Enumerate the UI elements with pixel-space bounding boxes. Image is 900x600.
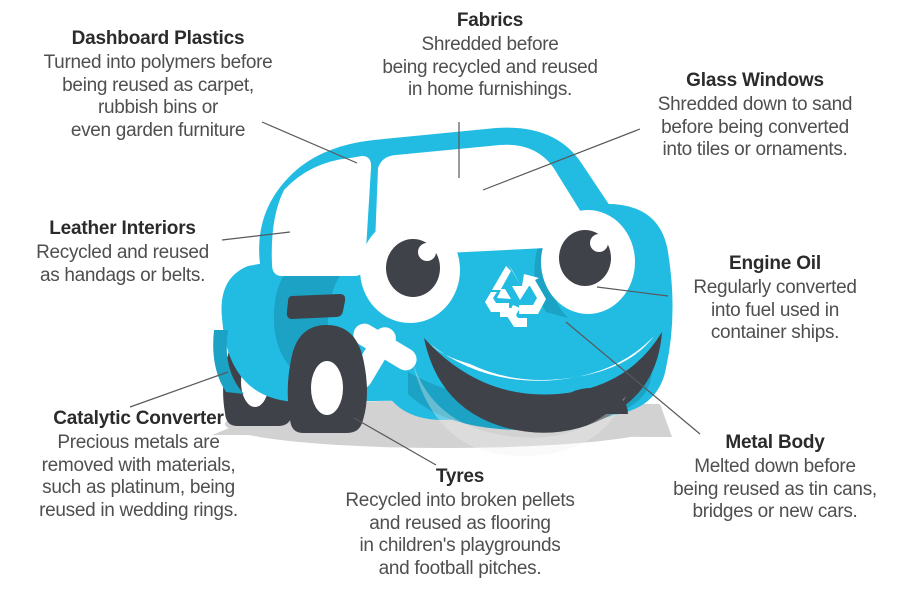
front-wheel-hub: [311, 361, 343, 415]
far-wheel: [554, 388, 628, 414]
callout-body-leather-interiors: Recycled and reused as handags or belts.: [36, 241, 209, 286]
leader-line-engineoil: [596, 286, 669, 297]
leader-line-tyres: [353, 417, 437, 466]
side-window: [271, 156, 372, 276]
callout-dashboard-plastics: Dashboard Plastics Turned into polymers …: [18, 28, 298, 143]
callout-title-leather-interiors: Leather Interiors: [49, 218, 196, 239]
callout-title-dashboard-plastics: Dashboard Plastics: [71, 28, 245, 49]
callout-body-fabrics: Shredded before being recycled and reuse…: [382, 33, 598, 101]
callout-metal-body: Metal Body Melted down before being reus…: [650, 432, 900, 524]
callout-leather-interiors: Leather Interiors Recycled and reused as…: [10, 218, 235, 287]
leader-line-leather: [221, 231, 291, 241]
right-eye-highlight: [590, 234, 608, 252]
mouth-lower-lip: [412, 360, 626, 456]
callout-body-catalytic-converter: Precious metals are removed with materia…: [39, 431, 238, 522]
callout-title-metal-body: Metal Body: [725, 432, 825, 453]
door-handle: [286, 294, 346, 319]
callout-title-catalytic-converter: Catalytic Converter: [53, 408, 224, 429]
leader-line-glass: [482, 128, 641, 191]
callout-body-glass-windows: Shredded down to sand before being conve…: [657, 93, 853, 161]
callout-title-fabrics: Fabrics: [456, 10, 524, 31]
car-body-shading-rear: [213, 330, 244, 394]
callout-body-tyres: Recycled into broken pellets and reused …: [345, 489, 575, 580]
callout-catalytic-converter: Catalytic Converter Precious metals are …: [6, 408, 271, 523]
left-eye-highlight: [418, 243, 436, 261]
callout-title-glass-windows: Glass Windows: [686, 70, 824, 91]
callout-engine-oil: Engine Oil Regularly converted into fuel…: [660, 253, 890, 345]
callout-title-tyres: Tyres: [435, 466, 485, 487]
callout-tyres: Tyres Recycled into broken pellets and r…: [320, 466, 600, 581]
car-body-shading-fender: [273, 260, 354, 378]
callout-body-engine-oil: Regularly converted into fuel used in co…: [693, 276, 857, 344]
callout-body-dashboard-plastics: Turned into polymers before being reused…: [43, 51, 273, 142]
callout-glass-windows: Glass Windows Shredded down to sand befo…: [630, 70, 880, 162]
callout-body-metal-body: Melted down before being reused as tin c…: [673, 455, 877, 523]
leader-line-metalbody: [565, 321, 701, 435]
recycle-symbol-icon: [485, 264, 546, 327]
leader-line-catalytic: [129, 371, 229, 408]
callout-title-engine-oil: Engine Oil: [729, 253, 821, 274]
leader-line-dashboard: [261, 121, 358, 164]
callout-fabrics: Fabrics Shredded before being recycled a…: [375, 10, 605, 102]
leader-lines: [129, 121, 701, 466]
